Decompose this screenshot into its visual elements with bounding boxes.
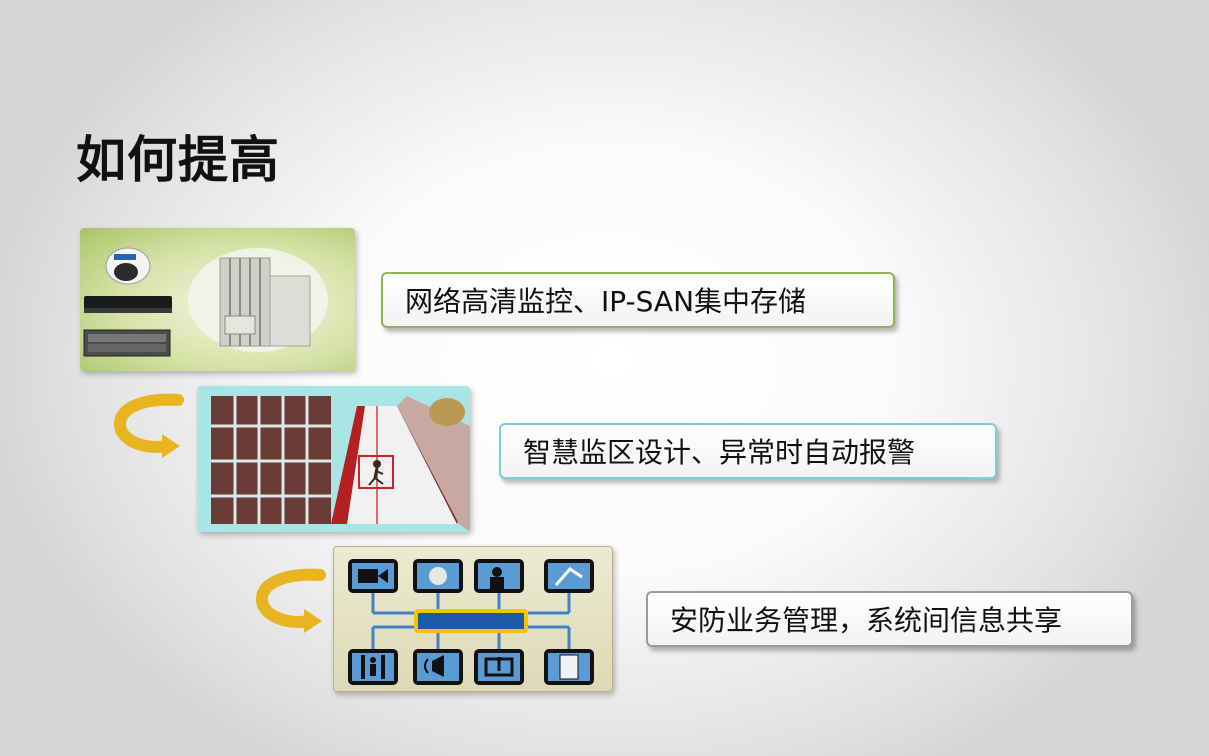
- metal-detector-icon: [348, 649, 398, 685]
- ptz-camera-icon: [413, 559, 463, 593]
- dome-camera-icon: [105, 247, 151, 285]
- curved-arrow-icon: [114, 393, 184, 458]
- security-network-image: [333, 546, 613, 692]
- intercom-person-icon: [474, 559, 524, 593]
- patrol-icon: [474, 649, 524, 685]
- step-2-caption: 智慧监区设计、异常时自动报警: [499, 423, 997, 479]
- surveillance-storage-image: [80, 228, 355, 371]
- step-3-caption: 安防业务管理，系统间信息共享: [646, 591, 1133, 647]
- corridor-scene-icon: [197, 386, 470, 532]
- intruder-alarm-icon: [358, 455, 394, 489]
- storage-array-icon: [83, 329, 171, 357]
- corridor-alarm-image: [197, 386, 470, 532]
- prison-cell-door-icon: [188, 248, 328, 352]
- step-1-caption: 网络高清监控、IP-SAN集中存储: [381, 272, 895, 328]
- curved-arrow-icon: [256, 568, 326, 633]
- alarm-horn-icon: [413, 649, 463, 685]
- slide-title: 如何提高: [76, 131, 280, 189]
- access-card-icon: [544, 649, 594, 685]
- nvr-recorder-icon: [84, 296, 172, 313]
- video-camera-icon: [348, 559, 398, 593]
- broadcast-icon: [544, 559, 594, 593]
